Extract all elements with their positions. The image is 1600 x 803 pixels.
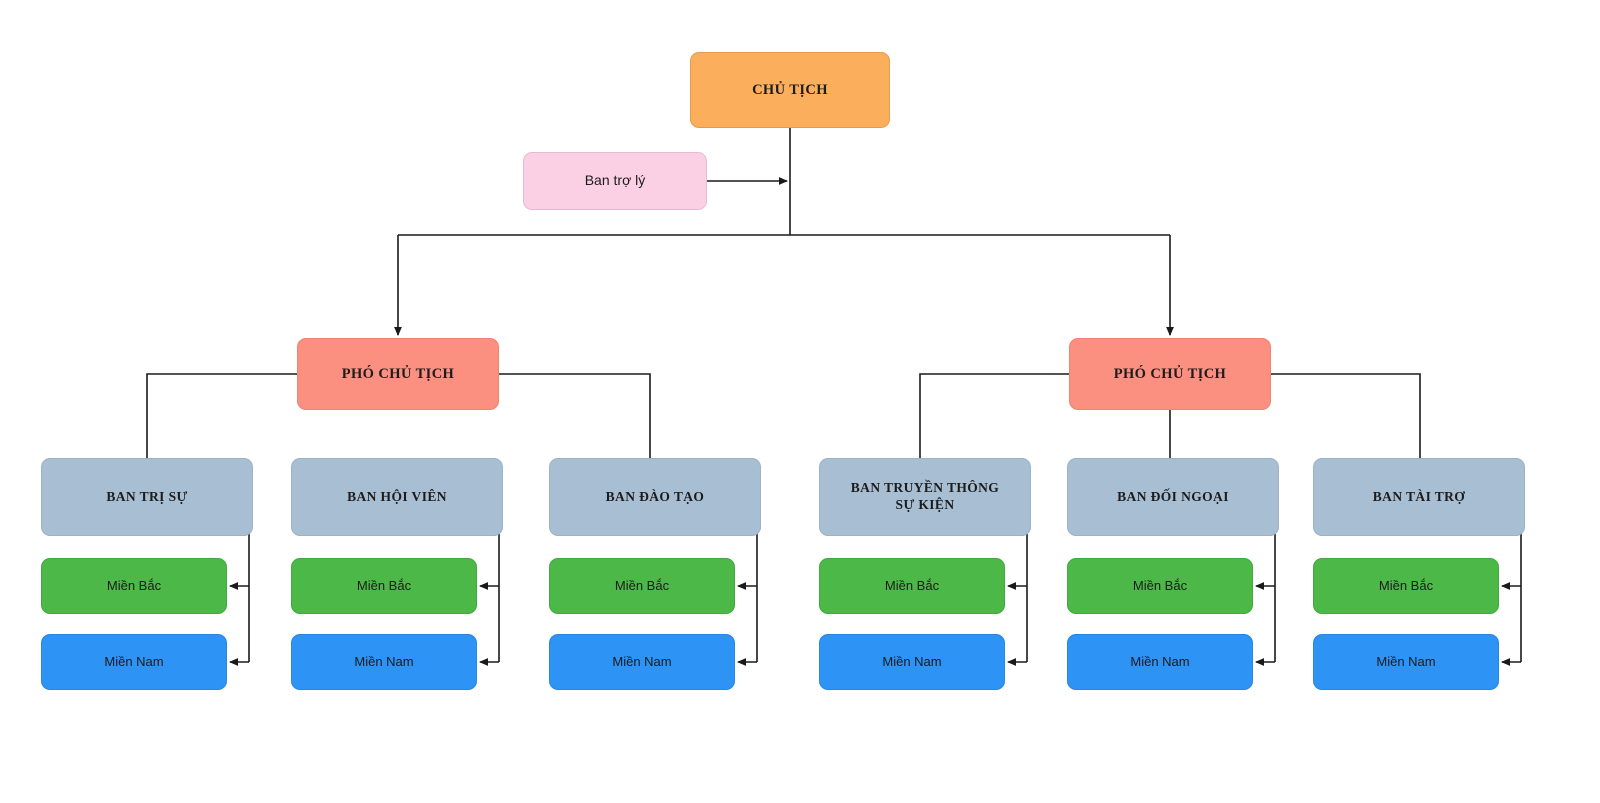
node-region-mien-nam-ban-truyen-thong-su-kien[interactable]: Miền Nam bbox=[819, 634, 1005, 690]
node-assistant-board-label: Ban trợ lý bbox=[584, 172, 646, 189]
node-department-ban-truyen-thong-su-kien[interactable]: BAN TRUYỀN THÔNG SỰ KIỆN bbox=[819, 458, 1031, 536]
node-department-ban-tri-su-label: BAN TRỊ SỰ bbox=[106, 488, 188, 504]
node-department-ban-truyen-thong-su-kien-label: BAN TRUYỀN THÔNG SỰ KIỆN bbox=[850, 480, 1000, 512]
node-region-mien-bac-ban-truyen-thong-su-kien[interactable]: Miền Bắc bbox=[819, 558, 1005, 614]
connector-vpleft-right-branch bbox=[499, 373, 651, 458]
node-region-mien-nam-ban-tri-su-label: Miền Nam bbox=[104, 653, 164, 669]
node-assistant-board[interactable]: Ban trợ lý bbox=[523, 152, 707, 210]
node-vice-president-right[interactable]: PHÓ CHỦ TỊCH bbox=[1069, 338, 1271, 410]
node-region-mien-nam-ban-tai-tro-label: Miền Nam bbox=[1376, 653, 1436, 669]
node-vice-president-left-label: PHÓ CHỦ TỊCH bbox=[341, 365, 455, 382]
node-region-mien-nam-ban-hoi-vien[interactable]: Miền Nam bbox=[291, 634, 477, 690]
node-vice-president-right-label: PHÓ CHỦ TỊCH bbox=[1113, 365, 1227, 382]
node-region-mien-bac-ban-hoi-vien[interactable]: Miền Bắc bbox=[291, 558, 477, 614]
node-region-mien-bac-ban-tri-su[interactable]: Miền Bắc bbox=[41, 558, 227, 614]
node-region-mien-nam-ban-hoi-vien-label: Miền Nam bbox=[354, 653, 414, 669]
connector-vpright-left-branch bbox=[919, 373, 1069, 458]
node-region-mien-bac-ban-hoi-vien-label: Miền Bắc bbox=[356, 577, 412, 593]
node-region-mien-bac-ban-doi-ngoai[interactable]: Miền Bắc bbox=[1067, 558, 1253, 614]
node-region-mien-bac-ban-dao-tao[interactable]: Miền Bắc bbox=[549, 558, 735, 614]
node-department-ban-hoi-vien[interactable]: BAN HỘI VIÊN bbox=[291, 458, 503, 536]
node-vice-president-left[interactable]: PHÓ CHỦ TỊCH bbox=[297, 338, 499, 410]
node-region-mien-bac-ban-tai-tro-label: Miền Bắc bbox=[1378, 577, 1434, 593]
node-department-ban-dao-tao[interactable]: BAN ĐÀO TẠO bbox=[549, 458, 761, 536]
node-region-mien-bac-ban-truyen-thong-su-kien-label: Miền Bắc bbox=[884, 577, 940, 593]
connector-vpleft-left-branch bbox=[146, 373, 297, 458]
node-department-ban-doi-ngoai-label: BAN ĐỐI NGOẠI bbox=[1117, 488, 1229, 504]
node-region-mien-nam-ban-tri-su[interactable]: Miền Nam bbox=[41, 634, 227, 690]
node-department-ban-tai-tro-label: BAN TÀI TRỢ bbox=[1372, 488, 1466, 504]
node-department-ban-tai-tro[interactable]: BAN TÀI TRỢ bbox=[1313, 458, 1525, 536]
node-department-ban-tri-su[interactable]: BAN TRỊ SỰ bbox=[41, 458, 253, 536]
node-department-ban-dao-tao-label: BAN ĐÀO TẠO bbox=[605, 488, 705, 504]
node-region-mien-nam-ban-doi-ngoai-label: Miền Nam bbox=[1130, 653, 1190, 669]
connector-vpright-right-branch bbox=[1271, 373, 1421, 458]
node-department-ban-hoi-vien-label: BAN HỘI VIÊN bbox=[347, 488, 447, 504]
node-region-mien-nam-ban-doi-ngoai[interactable]: Miền Nam bbox=[1067, 634, 1253, 690]
node-region-mien-nam-ban-dao-tao[interactable]: Miền Nam bbox=[549, 634, 735, 690]
node-department-ban-doi-ngoai[interactable]: BAN ĐỐI NGOẠI bbox=[1067, 458, 1279, 536]
node-region-mien-bac-ban-tri-su-label: Miền Bắc bbox=[106, 577, 162, 593]
node-region-mien-nam-ban-dao-tao-label: Miền Nam bbox=[612, 653, 672, 669]
node-region-mien-bac-ban-tai-tro[interactable]: Miền Bắc bbox=[1313, 558, 1499, 614]
node-region-mien-nam-ban-truyen-thong-su-kien-label: Miền Nam bbox=[882, 653, 942, 669]
node-region-mien-bac-ban-doi-ngoai-label: Miền Bắc bbox=[1132, 577, 1188, 593]
node-president-label: CHỦ TỊCH bbox=[752, 81, 828, 98]
node-region-mien-nam-ban-tai-tro[interactable]: Miền Nam bbox=[1313, 634, 1499, 690]
node-president[interactable]: CHỦ TỊCH bbox=[690, 52, 890, 128]
node-region-mien-bac-ban-dao-tao-label: Miền Bắc bbox=[614, 577, 670, 593]
